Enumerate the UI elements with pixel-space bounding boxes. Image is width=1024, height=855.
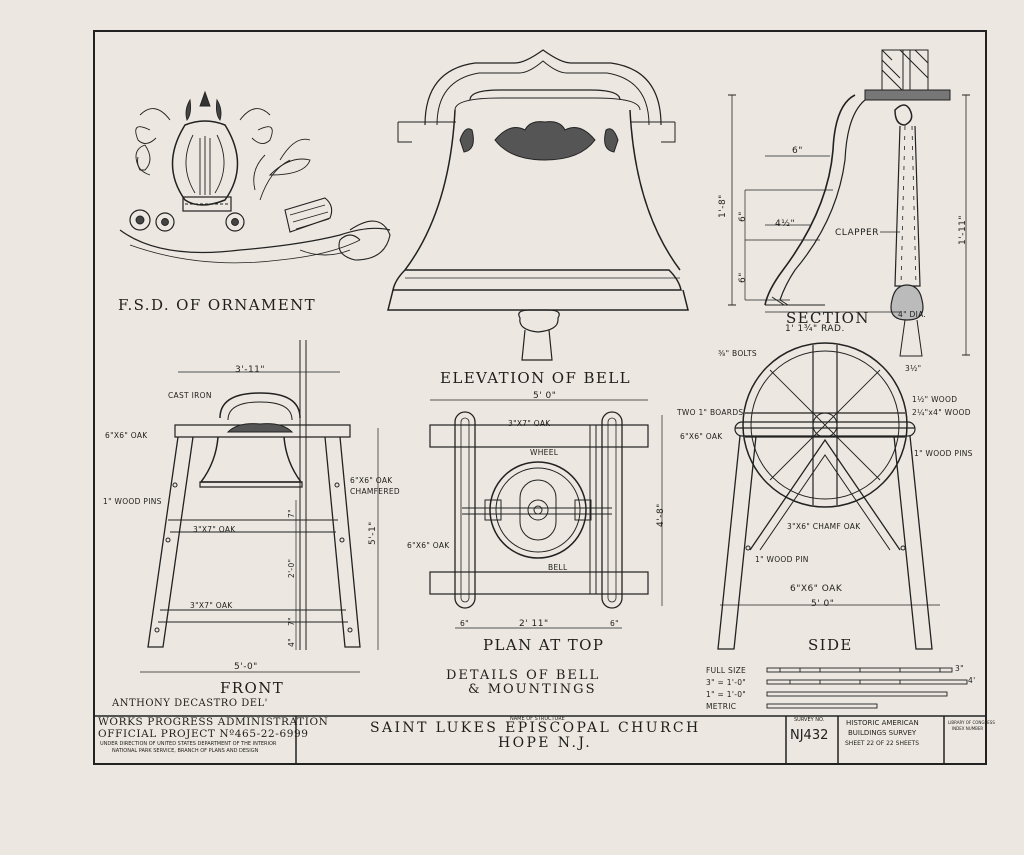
- front-oak-6x6: 6"X6" OAK: [105, 431, 148, 440]
- survey-number: NJ432: [790, 728, 829, 743]
- structure-name: SAINT LUKES EPISCOPAL CHURCH: [370, 720, 701, 736]
- clapper-dia: 4" DIA.: [898, 310, 927, 319]
- scale-full-size: FULL SIZE: [706, 666, 747, 675]
- side-drawing: [717, 342, 940, 650]
- side-caption: SIDE: [808, 636, 853, 654]
- front-dim-2-0: 2'-0": [287, 558, 296, 578]
- wpa-label: WORKS PROGRESS ADMINISTRATION: [98, 716, 329, 728]
- under-direction-1: UNDER DIRECTION OF UNITED STATES DEPARTM…: [100, 741, 277, 747]
- side-two-boards: TWO 1" BOARDS: [677, 408, 744, 417]
- cast-iron-label: CAST IRON: [168, 391, 212, 400]
- clapper-label: CLAPPER: [835, 228, 879, 238]
- plan-drawing: [429, 399, 663, 629]
- side-champ-oak: 3"X6" CHAMF OAK: [787, 522, 861, 531]
- plan-caption: PLAN AT TOP: [483, 636, 605, 654]
- front-caption: FRONT: [220, 679, 285, 697]
- front-oak-3x7-b: 3"X7" OAK: [190, 601, 233, 610]
- side-bolts: ⅜" BOLTS: [718, 349, 757, 358]
- elevation-caption: ELEVATION OF BELL: [440, 369, 631, 387]
- title-block-lines: [94, 715, 986, 764]
- side-wood-pins: 1" WOOD PINS: [914, 449, 973, 458]
- sheet-border: [93, 30, 987, 765]
- section-caption: SECTION: [786, 309, 870, 327]
- side-oak-6x6: 6"X6" OAK: [680, 432, 723, 441]
- loc-line1: LIBRARY OF CONGRESS: [948, 720, 995, 725]
- name-of-structure-label: NAME OF STRUCTURE: [510, 716, 565, 722]
- structure-location: HOPE N.J.: [498, 735, 593, 751]
- front-oak-3x7-a: 3"X7" OAK: [193, 525, 236, 534]
- section-radius: 1' 1¾" RAD.: [785, 324, 845, 334]
- elevation-drawing: [387, 49, 689, 361]
- side-wood-pin: 1" WOOD PIN: [755, 555, 809, 564]
- scale-three-inch: 3" = 1'-0": [706, 678, 747, 687]
- scale-one-inch: 1" = 1'-0": [706, 690, 747, 699]
- side-oak-6x6-b: 6"X6" OAK: [790, 584, 843, 594]
- details-line1: DETAILS OF BELL: [446, 668, 601, 683]
- section-dim-bottom: 3½": [905, 364, 922, 373]
- front-drawing: [140, 340, 379, 673]
- plan-wheel: WHEEL: [530, 448, 559, 457]
- front-oak-chamfered-2: CHAMFERED: [350, 487, 400, 496]
- plan-dim-right-small: 6": [610, 619, 619, 628]
- plan-oak-3x7: 3"X7" OAK: [508, 419, 551, 428]
- section-dim-6-low: 6": [738, 272, 748, 283]
- section-drawing: [728, 49, 970, 357]
- section-dim-4-5: 4½": [775, 219, 796, 229]
- graphic-scales: [766, 667, 968, 709]
- sheet-number: SHEET 22 OF 22 SHEETS: [845, 740, 920, 747]
- side-wood-2x4: 2¼"x4" WOOD: [912, 408, 971, 417]
- scale-metric: METRIC: [706, 702, 737, 711]
- plan-dim-top: 5' 0": [533, 391, 557, 401]
- habs-line1: HISTORIC AMERICAN: [846, 719, 919, 727]
- plan-dim-mid: 2' 11": [519, 619, 549, 629]
- habs-line2: BUILDINGS SURVEY: [848, 729, 917, 737]
- ornament-drawing: [119, 90, 391, 264]
- front-wood-pins: 1" WOOD PINS: [103, 497, 162, 506]
- plan-dim-right: 4'-8": [656, 503, 666, 527]
- scale-end-3: 3": [955, 664, 964, 673]
- survey-no-label: SURVEY NO.: [794, 717, 825, 723]
- front-dim-top: 3'-11": [235, 365, 266, 375]
- ornament-caption: F.S.D. OF ORNAMENT: [118, 296, 317, 314]
- section-dim-total: 1'-11": [958, 214, 968, 245]
- section-dim-6-top: 6": [792, 146, 803, 156]
- project-label: OFFICIAL PROJECT Nº465-22-6999: [98, 728, 309, 740]
- under-direction-2: NATIONAL PARK SERVICE, BRANCH OF PLANS A…: [112, 748, 259, 754]
- front-dim-bottom: 5'-0": [234, 662, 258, 672]
- front-dim-4: 4": [287, 638, 296, 647]
- front-dim-total: 5'-1": [368, 521, 378, 545]
- plan-oak-6x6: 6"X6" OAK: [407, 541, 450, 550]
- front-dim-7a: 7": [287, 509, 296, 518]
- front-dim-7b: 7": [287, 617, 296, 626]
- section-dim-height: 1'-8": [718, 194, 728, 218]
- delineator: ANTHONY DECASTRO DEL': [112, 698, 268, 709]
- loc-line2: INDEX NUMBER: [952, 726, 984, 731]
- front-oak-chamfered-1: 6"X6" OAK: [350, 476, 393, 485]
- section-dim-6-mid: 6": [738, 211, 748, 222]
- plan-dim-left: 6": [460, 619, 469, 628]
- details-line2: & MOUNTINGS: [468, 682, 597, 697]
- side-dim-bottom: 5' 0": [811, 599, 835, 609]
- side-wood-1-5: 1½" WOOD: [912, 395, 958, 404]
- scale-end-4: 4': [968, 676, 976, 685]
- plan-bell: BELL: [548, 563, 568, 572]
